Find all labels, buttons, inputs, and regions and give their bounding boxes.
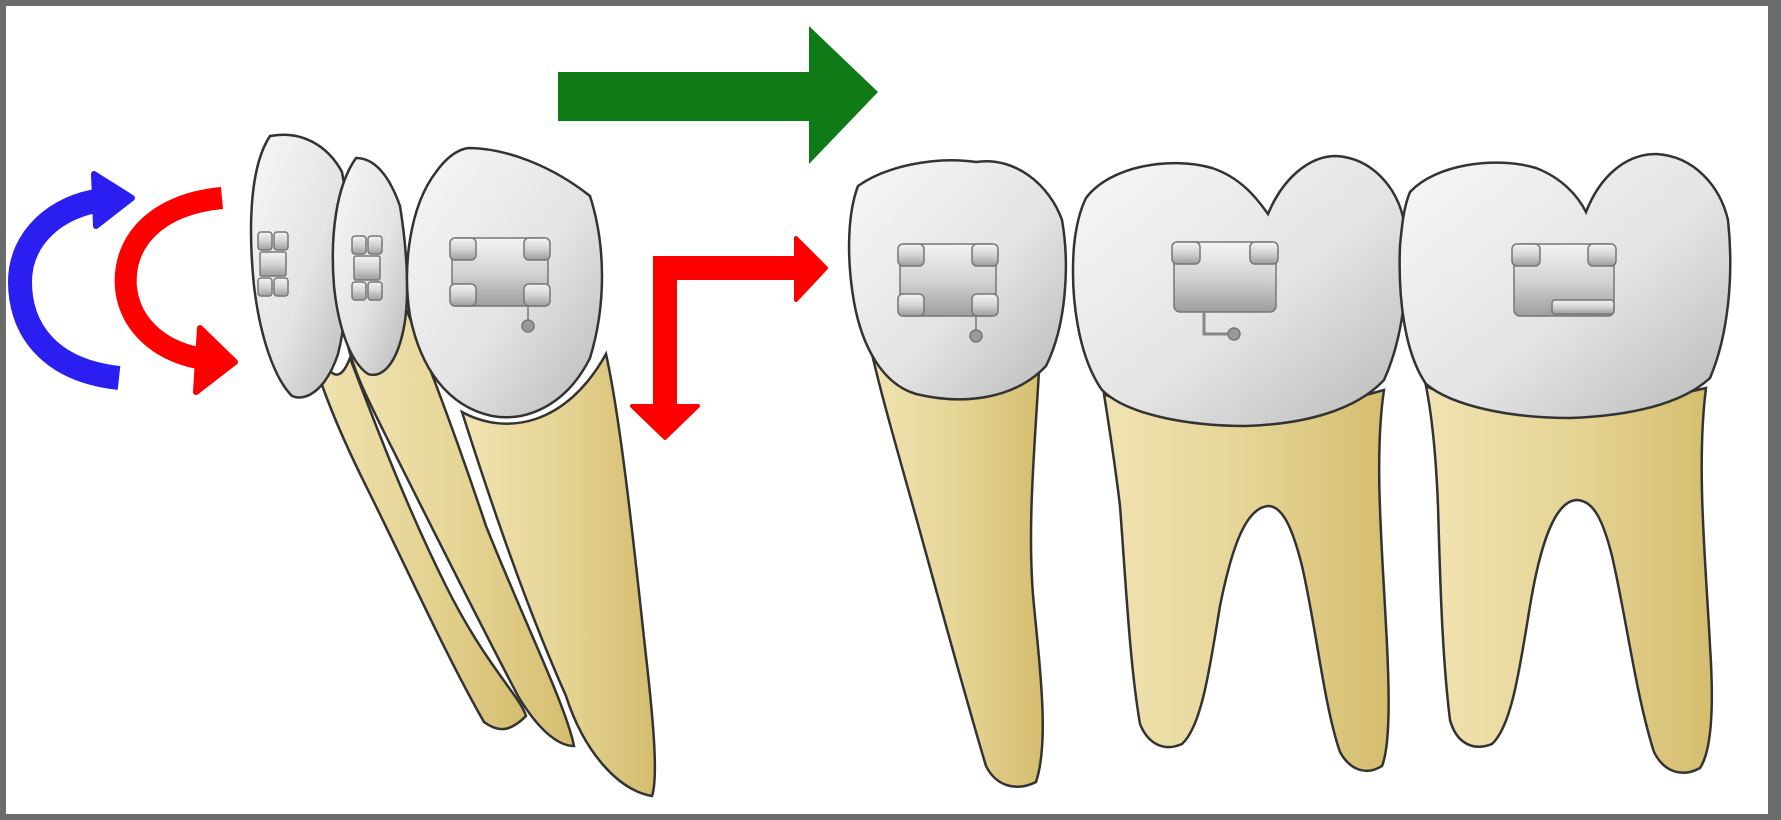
rotation-arrow-clockwise bbox=[126, 198, 235, 392]
premolar-root bbox=[872, 352, 1043, 787]
diagram-canvas bbox=[6, 6, 1768, 814]
forward-arrow bbox=[558, 26, 878, 164]
second-molar-root bbox=[1426, 386, 1712, 773]
first-molar-root bbox=[1104, 390, 1389, 771]
second-molar-bracket bbox=[1512, 244, 1616, 316]
elbow-arrow bbox=[632, 238, 826, 438]
